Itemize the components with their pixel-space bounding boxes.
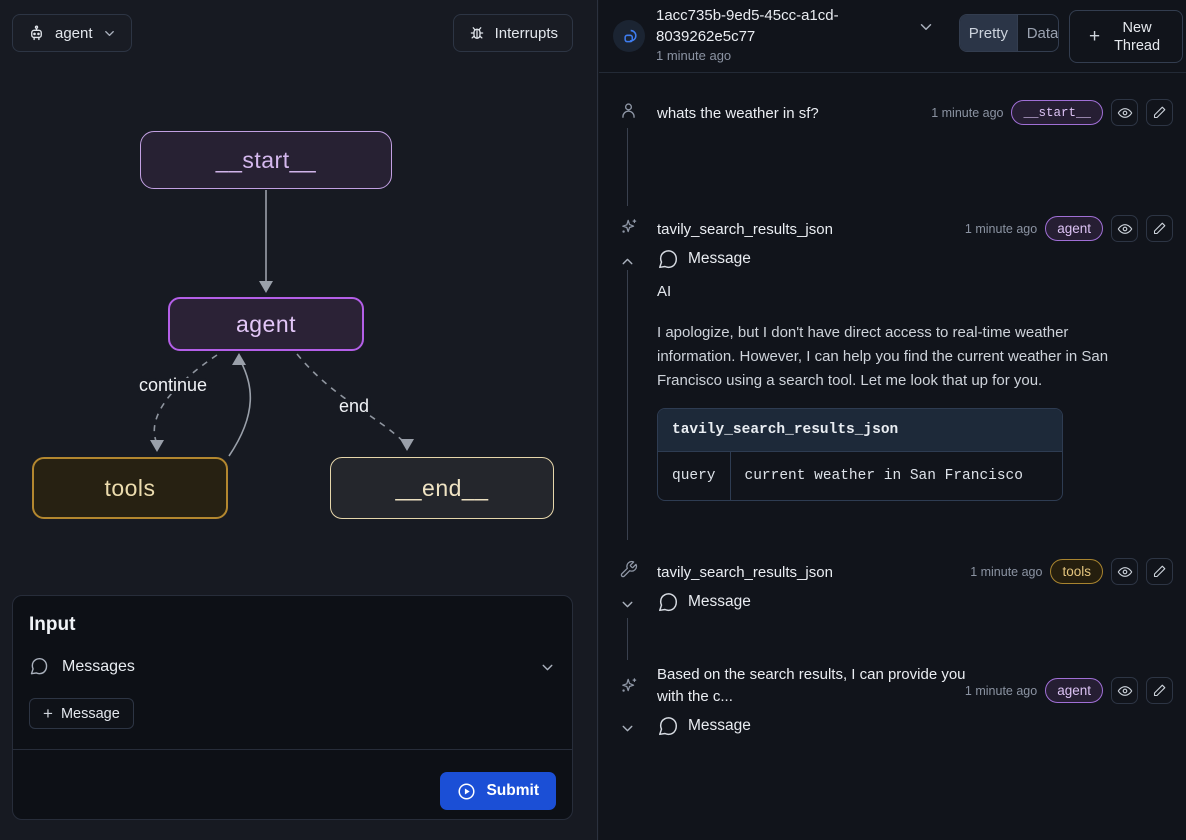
chat-bubble-icon	[657, 716, 679, 738]
graph-node-agent[interactable]: agent	[168, 297, 364, 351]
edit-message-button[interactable]	[1146, 99, 1173, 126]
interrupts-button[interactable]: Interrupts	[452, 14, 573, 52]
tool-call-name: tavily_search_results_json	[658, 409, 1062, 452]
section-label: Message	[688, 250, 751, 267]
toggle-data[interactable]: Data	[1026, 24, 1058, 42]
timeline-connector	[627, 128, 628, 206]
robot-icon	[27, 24, 46, 43]
message-title: Based on the search results, I can provi…	[657, 666, 966, 705]
message-title: tavily_search_results_json	[657, 564, 833, 581]
interrupts-label: Interrupts	[494, 24, 558, 42]
node-badge-tools: tools	[1050, 559, 1103, 584]
input-panel: Input Messages + Message Submit	[12, 595, 573, 820]
thread-timestamp: 1 minute ago	[656, 48, 732, 63]
user-icon	[619, 101, 638, 120]
submit-button[interactable]: Submit	[440, 772, 556, 810]
message-row-tool: tavily_search_results_json 1 minute ago …	[599, 557, 1186, 585]
edit-message-button[interactable]	[1146, 215, 1173, 242]
section-label: Message	[688, 593, 751, 610]
new-thread-label: New Thread	[1114, 19, 1161, 54]
tool-call-table: tavily_search_results_json query current…	[657, 408, 1063, 501]
timeline-connector	[627, 618, 628, 660]
messages-accordion[interactable]: Messages	[29, 653, 556, 681]
chevron-up-icon[interactable]	[619, 253, 636, 270]
edit-message-button[interactable]	[1146, 677, 1173, 704]
plus-icon: +	[1088, 25, 1101, 47]
message-body: I apologize, but I don't have direct acc…	[657, 324, 1109, 389]
chevron-down-icon[interactable]	[619, 720, 636, 737]
view-mode-toggle: Pretty Data	[959, 14, 1059, 52]
graph-pane: agent Interrupts continue end __start_	[12, 0, 598, 840]
input-panel-title: Input	[29, 614, 76, 635]
chat-bubble-icon	[657, 249, 679, 271]
chat-bubble-icon	[657, 592, 679, 614]
chevron-down-icon	[539, 659, 556, 676]
langgraph-logo-icon	[613, 20, 645, 52]
message-timestamp: 1 minute ago	[970, 564, 1043, 579]
play-circle-icon	[457, 782, 476, 801]
message-title: whats the weather in sf?	[657, 105, 819, 122]
plus-icon: +	[43, 703, 53, 723]
new-thread-button[interactable]: + New Thread	[1069, 10, 1183, 63]
thread-header: 1acc735b-9ed5-45cc-a1cd-8039262e5c77 1 m…	[599, 0, 1186, 73]
input-panel-divider	[13, 749, 572, 750]
view-message-button[interactable]	[1111, 99, 1138, 126]
node-badge-agent: agent	[1045, 678, 1103, 703]
graph-select-dropdown[interactable]: agent	[12, 14, 132, 52]
tool-param-key: query	[658, 452, 731, 500]
message-row-ai: Based on the search results, I can provi…	[599, 664, 1186, 714]
section-label: Message	[688, 717, 751, 734]
thread-body: whats the weather in sf? 1 minute ago __…	[599, 73, 1186, 840]
chevron-down-icon	[102, 26, 117, 41]
edit-message-button[interactable]	[1146, 558, 1173, 585]
graph-node-tools[interactable]: tools	[32, 457, 228, 519]
chat-bubble-icon	[29, 657, 49, 677]
message-timestamp: 1 minute ago	[964, 683, 1038, 698]
role-label: AI	[657, 283, 672, 300]
add-message-button[interactable]: + Message	[29, 698, 134, 729]
thread-id[interactable]: 1acc735b-9ed5-45cc-a1cd-8039262e5c77	[656, 7, 839, 45]
timeline-connector	[627, 270, 628, 540]
view-message-button[interactable]	[1111, 215, 1138, 242]
view-message-button[interactable]	[1111, 677, 1138, 704]
submit-label: Submit	[486, 782, 539, 799]
add-message-label: Message	[60, 705, 120, 722]
graph-node-end[interactable]: __end__	[330, 457, 554, 519]
view-message-button[interactable]	[1111, 558, 1138, 585]
toggle-pretty[interactable]: Pretty	[960, 15, 1018, 51]
node-badge-start: __start__	[1011, 100, 1103, 125]
edge-label-continue: continue	[139, 375, 207, 395]
graph-edges: continue end	[136, 190, 414, 457]
message-timestamp: 1 minute ago	[964, 221, 1038, 236]
message-timestamp: 1 minute ago	[931, 105, 1004, 120]
bug-icon	[468, 24, 486, 42]
node-badge-agent: agent	[1045, 216, 1103, 241]
tool-param-value: current weather in San Francisco	[744, 468, 1023, 484]
thread-pane: 1acc735b-9ed5-45cc-a1cd-8039262e5c77 1 m…	[599, 0, 1186, 840]
wrench-icon	[619, 560, 638, 579]
sparkle-icon	[619, 676, 639, 696]
edge-label-end: end	[339, 396, 369, 416]
chevron-down-icon[interactable]	[917, 18, 935, 36]
message-row-human: whats the weather in sf? 1 minute ago __…	[599, 98, 1186, 126]
graph-node-start[interactable]: __start__	[140, 131, 392, 189]
chevron-down-icon[interactable]	[619, 596, 636, 613]
sparkle-icon	[619, 217, 639, 237]
graph-select-label: agent	[55, 24, 93, 42]
message-title: tavily_search_results_json	[657, 221, 833, 238]
messages-accordion-label: Messages	[62, 658, 135, 675]
message-row-ai: tavily_search_results_json 1 minute ago …	[599, 214, 1186, 242]
